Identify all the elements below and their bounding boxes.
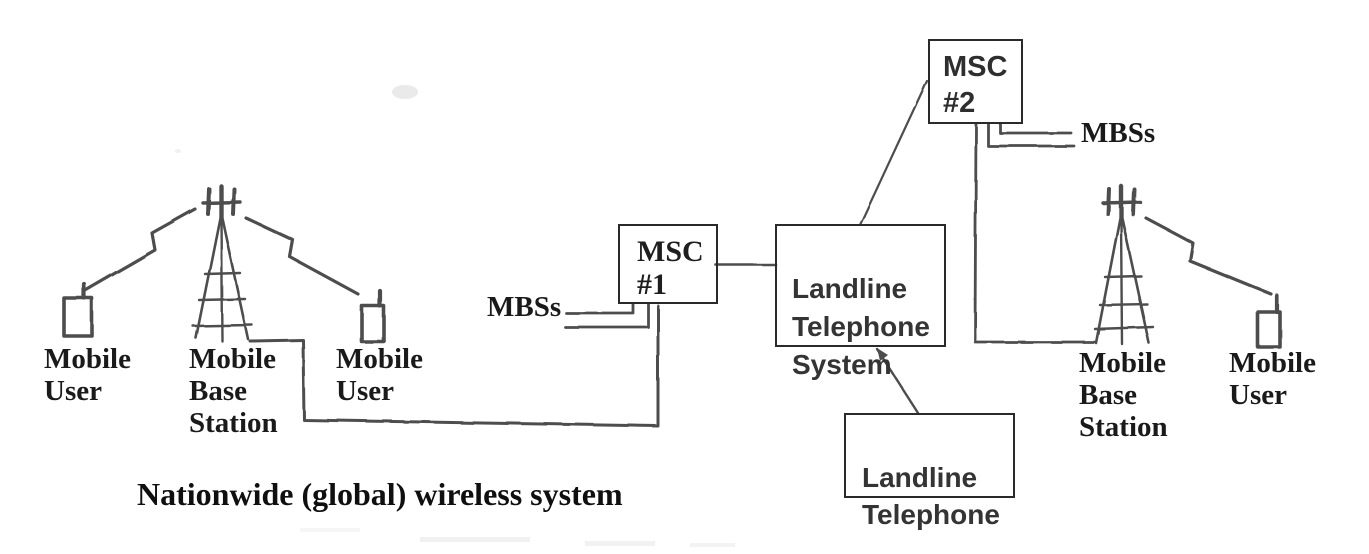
landline-telephone-system-label: Landline Telephone System: [792, 273, 930, 380]
base-station-tower-icon: [191, 183, 254, 343]
connector-mbss-left-1: [564, 302, 635, 315]
connector-system-to-phone: [875, 347, 920, 415]
mobile-user-label-mid: Mobile User: [336, 343, 423, 407]
msc2-number: #2: [943, 87, 976, 119]
msc1-title: MSC: [637, 235, 704, 268]
connector-msc2-to-tower: [973, 122, 1096, 344]
radio-link-icon: [244, 216, 360, 296]
mbss-label-left: MBSs: [487, 291, 562, 323]
mobile-user-label-left: Mobile User: [44, 343, 131, 407]
mobile-phone-icon: [62, 281, 94, 338]
connector-mbss-right-2: [986, 122, 1076, 148]
diagram-caption: Nationwide (global) wireless system: [137, 476, 623, 512]
connector-mbss-right-1: [998, 122, 1073, 135]
msc2-title: MSC: [943, 51, 1008, 83]
base-station-tower-icon: [1093, 183, 1155, 346]
msc1-box: MSC #1: [618, 224, 718, 304]
connector-mbss-left-2: [563, 302, 650, 329]
landline-telephone-system-box: Landline Telephone System: [775, 224, 946, 380]
landline-telephone-label: Landline Telephone: [862, 462, 1000, 530]
connector-msc2-to-system: [858, 79, 929, 227]
mobile-phone-icon: [360, 288, 386, 344]
mbss-label-right: MBSs: [1081, 117, 1156, 149]
mobile-user-label-right: Mobile User: [1229, 347, 1316, 411]
arrowhead-icon: [877, 348, 888, 361]
mobile-phone-icon: [1256, 293, 1282, 349]
msc1-number: #1: [637, 268, 667, 301]
msc2-box: MSC #2: [928, 39, 1023, 124]
radio-link-icon: [1144, 216, 1273, 296]
radio-link-icon: [84, 207, 197, 292]
scan-smudges: [175, 85, 735, 547]
landline-telephone-box: Landline Telephone: [844, 413, 1015, 530]
connector-tower-to-msc1: [248, 304, 660, 428]
mobile-base-station-label-left: Mobile Base Station: [189, 343, 278, 439]
mobile-base-station-label-right: Mobile Base Station: [1079, 347, 1168, 443]
